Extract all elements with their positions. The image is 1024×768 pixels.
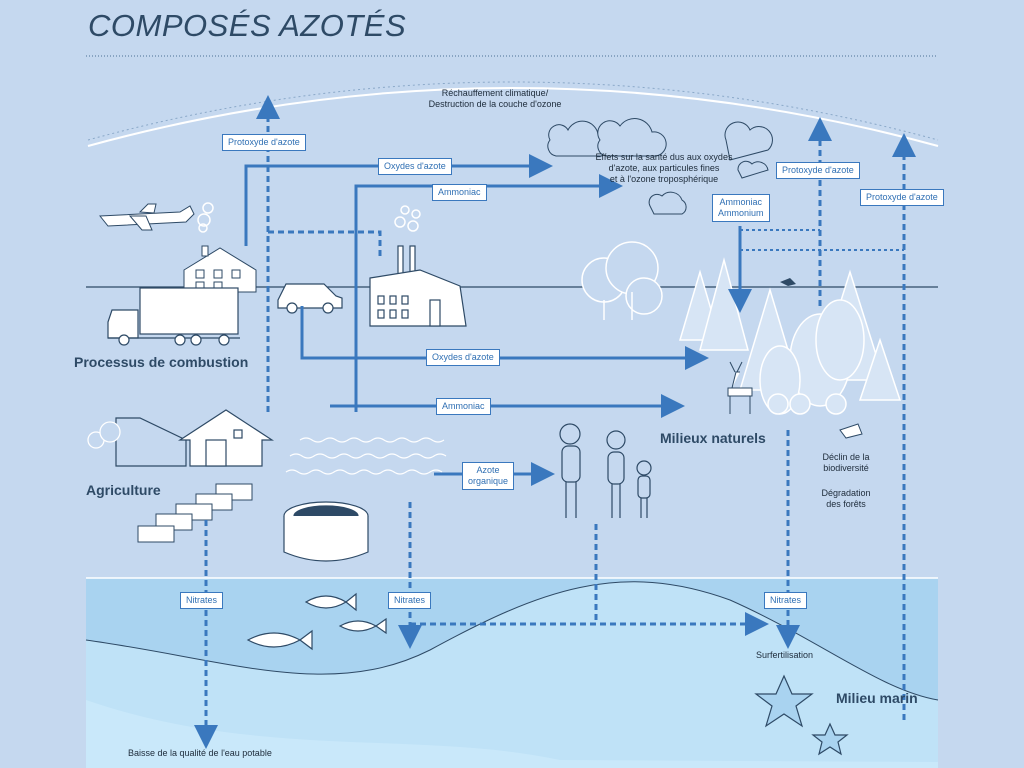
climate-note-line: Destruction de la couche d'ozone (428, 99, 562, 109)
label-organique-line: organique (468, 476, 509, 486)
farm-icon (115, 409, 275, 467)
car-icon (277, 283, 343, 314)
forests-note-line: des forêts (826, 499, 866, 509)
forest-icon (678, 257, 902, 415)
biodiversity-note-line: biodiversité (823, 463, 869, 473)
clouds-icon (547, 118, 773, 215)
health-note-line: Effets sur la santé dus aux oxydes (595, 152, 733, 162)
climate-note-line: Réchauffement climatique/ (441, 88, 549, 98)
manure-tank-icon (283, 501, 369, 562)
label-nitrates-mid: Nitrates (388, 592, 432, 609)
biodiversity-note: Déclin de la biodiversité (806, 452, 886, 474)
label-ammoniac-top: Ammoniac (432, 184, 487, 201)
zone-natural: Milieux naturels (660, 430, 766, 446)
farm-trees-icon (87, 421, 121, 449)
people-icon (559, 423, 652, 518)
deer-icon (727, 361, 753, 414)
forests-note: Dégradation des forêts (806, 488, 886, 510)
label-ammoniac-mid: Ammoniac (436, 398, 491, 415)
label-protoxyde-left: Protoxyde d'azote (222, 134, 306, 151)
page-title: COMPOSÉS AZOTÉS (88, 8, 407, 43)
starfish-icon (754, 674, 849, 756)
label-nitrates-left: Nitrates (180, 592, 224, 609)
health-note: Effets sur la santé dus aux oxydes d'azo… (572, 152, 756, 185)
forests-note-line: Dégradation (821, 488, 871, 498)
zone-agriculture: Agriculture (86, 482, 161, 498)
label-ammonium-line: Ammonium (718, 208, 764, 218)
truck-icon (107, 287, 240, 346)
zone-marine: Milieu marin (836, 690, 918, 706)
flow-arrows (194, 95, 916, 749)
climate-note: Réchauffement climatique/ Destruction de… (420, 88, 570, 110)
seabed-wave (86, 581, 938, 768)
drinking-water-note: Baisse de la qualité de l'eau potable (128, 748, 272, 758)
round-trees-icon (581, 241, 663, 320)
cows-icon (137, 483, 253, 543)
zone-combustion: Processus de combustion (74, 354, 249, 370)
fish-icon (246, 592, 387, 651)
house-icon (183, 245, 257, 293)
overfertilization-note: Surfertilisation (756, 650, 814, 660)
bird-icon (780, 278, 796, 286)
smoke-icon (197, 202, 214, 233)
field-icon (285, 437, 447, 475)
label-nitrates-right: Nitrates (764, 592, 808, 609)
health-note-line: d'azote, aux particules fines (608, 163, 720, 173)
label-azote-organique: Azote organique (462, 462, 515, 490)
label-protoxyde-right: Protoxyde d'azote (860, 189, 944, 206)
label-ammoniac-line: Ammoniac (719, 197, 763, 207)
label-azote-line: Azote (476, 465, 500, 475)
label-oxydes-top: Oxydes d'azote (378, 158, 452, 175)
plane-icon (98, 203, 195, 231)
factory-icon (369, 245, 467, 327)
health-note-line: et à l'ozone troposphérique (609, 174, 719, 184)
biodiversity-note-line: Déclin de la (822, 452, 870, 462)
label-oxydes-mid: Oxydes d'azote (426, 349, 500, 366)
fox-icon (839, 423, 863, 439)
label-protoxyde-mid: Protoxyde d'azote (776, 162, 860, 179)
label-ammoniac-ammonium: Ammoniac Ammonium (712, 194, 770, 222)
